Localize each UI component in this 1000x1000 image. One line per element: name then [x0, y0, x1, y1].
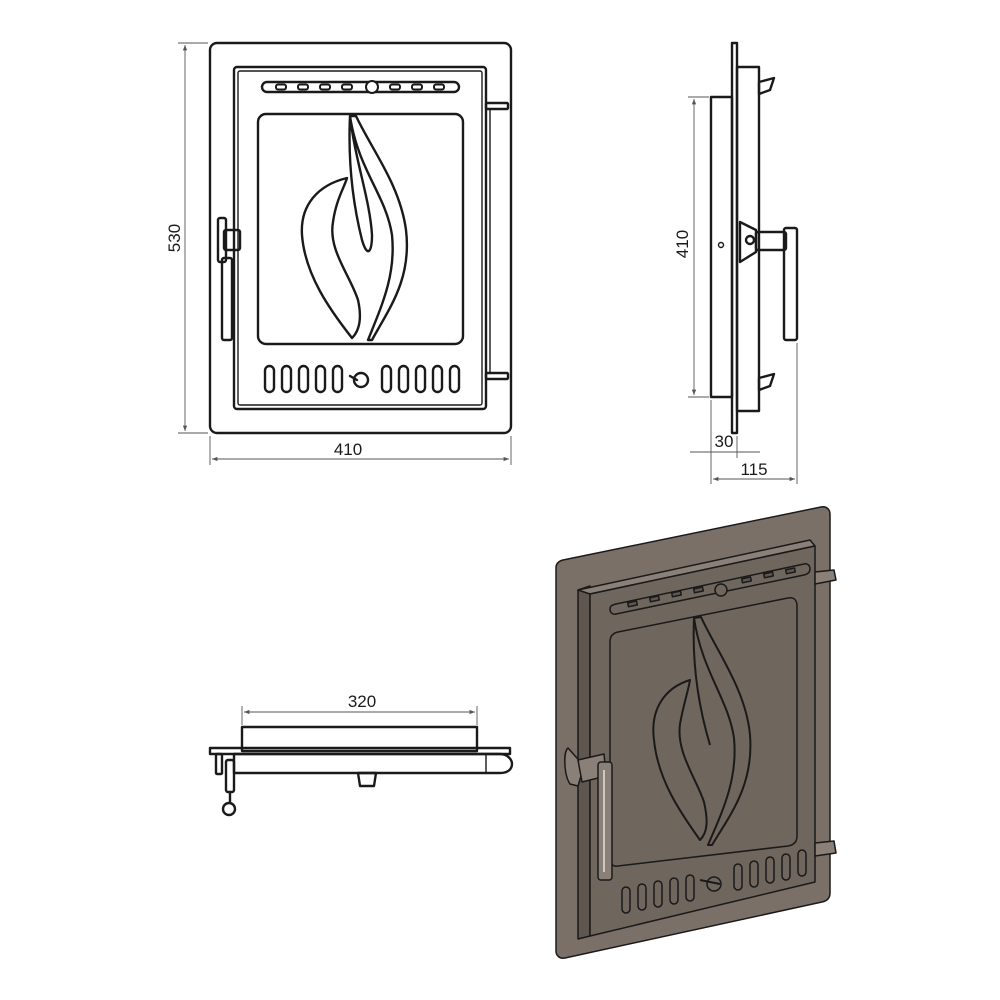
iso-bottom-vent-knob [706, 876, 722, 892]
isometric-view [555, 506, 837, 959]
iso-bottom-air-slots [621, 849, 807, 914]
side-frame-depth-dimension: 30 [690, 400, 760, 458]
top-door-body [232, 752, 514, 775]
side-inner-box [709, 95, 734, 399]
top-bottom-knob [356, 771, 378, 788]
front-top-air-vent [260, 80, 461, 94]
side-total-depth-dimension: 115 [710, 343, 798, 484]
top-width-dimension: 320 [241, 692, 478, 725]
iso-hinge-top [814, 569, 837, 585]
front-top-vent-knob [365, 80, 379, 94]
iso-handle [564, 747, 613, 881]
iso-top-air-vent [609, 563, 811, 615]
front-bottom-air-slots [263, 364, 461, 394]
iso-top-vent-knob [714, 583, 728, 597]
iso-glass-panel [609, 597, 798, 867]
side-view: 410 30 115 [673, 41, 799, 484]
side-height-label: 410 [673, 230, 692, 258]
side-door-body [735, 65, 761, 413]
front-hinge-bottom [484, 371, 510, 381]
front-bottom-vent-knob [352, 371, 370, 389]
iso-flame-inner [652, 679, 708, 841]
front-flame-inner [300, 176, 362, 340]
front-outer-frame [208, 41, 513, 435]
front-glass-panel [256, 112, 465, 346]
side-height-dimension: 410 [673, 96, 709, 398]
iso-flame-outer [693, 616, 752, 846]
front-height-label: 530 [165, 224, 184, 252]
front-width-label: 410 [334, 440, 362, 459]
front-hinge-top [484, 101, 510, 111]
side-hinge-top [757, 76, 776, 96]
front-handle [216, 216, 242, 342]
top-view: 320 [208, 692, 514, 817]
front-view: 530 410 [165, 41, 513, 465]
front-height-dimension: 530 [165, 42, 208, 434]
side-total-depth-label: 115 [740, 460, 767, 479]
iso-top-vent-holes [626, 567, 797, 608]
front-door-panel [232, 65, 488, 411]
front-flame-outer [348, 114, 409, 342]
iso-hinge-bottom [814, 840, 837, 857]
side-latch [717, 220, 799, 342]
top-width-label: 320 [348, 692, 376, 711]
top-inner-box [240, 725, 479, 753]
side-hinge-bottom [757, 372, 776, 392]
front-width-dimension: 410 [209, 436, 512, 465]
side-frame-depth-label: 30 [715, 432, 734, 451]
front-top-vent-holes [275, 83, 445, 91]
top-handle [214, 752, 237, 817]
